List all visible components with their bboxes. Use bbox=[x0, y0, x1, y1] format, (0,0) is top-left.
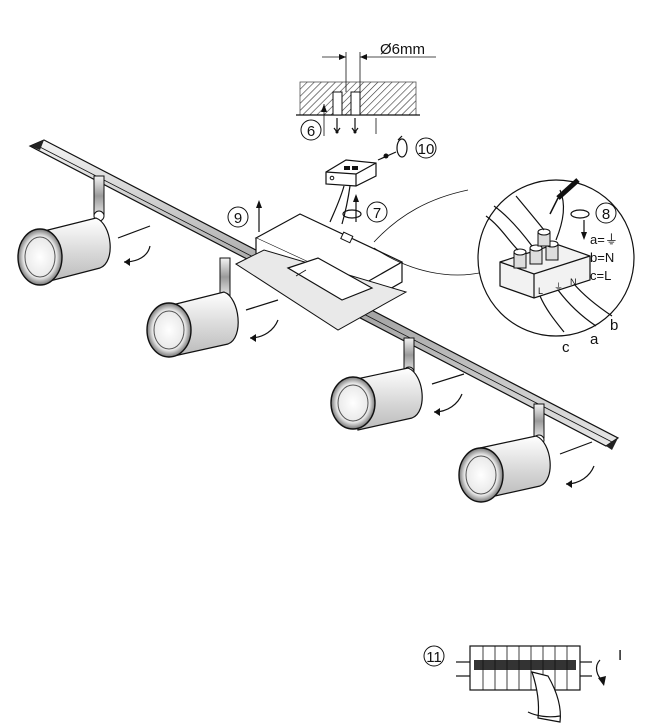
step-9-label: 9 bbox=[234, 210, 242, 227]
step-10-label: 10 bbox=[418, 141, 435, 158]
legend-neutral: b=N bbox=[590, 250, 614, 265]
ceiling-drill-detail: Ø6mm 6 bbox=[296, 41, 436, 141]
terminal-mark-n: N bbox=[570, 277, 577, 287]
terminal-mark-l: L bbox=[538, 286, 543, 296]
step-7-label: 7 bbox=[373, 205, 381, 222]
step-number-badge bbox=[366, 201, 388, 223]
terminal-screw bbox=[537, 228, 551, 247]
wire-label-c: c bbox=[562, 339, 570, 356]
mounting-bracket: 10 7 bbox=[325, 135, 437, 225]
switch-on-label: I bbox=[618, 647, 622, 664]
canopy bbox=[234, 213, 408, 331]
drill-diameter-label: Ø6mm bbox=[380, 41, 425, 58]
step-9-indicator: 9 bbox=[227, 200, 262, 232]
step-number-badge bbox=[595, 202, 617, 224]
terminal-screw bbox=[529, 244, 543, 265]
circuit-breaker-panel: 11 I bbox=[423, 645, 622, 723]
step-6-label: 6 bbox=[307, 123, 315, 140]
screw-icon bbox=[333, 118, 341, 134]
spotlight-2 bbox=[146, 257, 279, 358]
step-11-label: 11 bbox=[426, 649, 442, 666]
screwdriver-icon bbox=[549, 178, 580, 215]
screw-icon bbox=[351, 118, 359, 134]
terminal-screw bbox=[513, 248, 527, 269]
drill-hole-left bbox=[332, 91, 343, 116]
hand-icon bbox=[527, 671, 561, 723]
step-8-label: 8 bbox=[602, 206, 610, 223]
step-number-badge bbox=[415, 137, 437, 159]
drill-hole-right bbox=[350, 91, 361, 116]
step-number-badge bbox=[423, 645, 445, 667]
step-number-badge bbox=[300, 119, 322, 141]
legend-earth: a=⏚ bbox=[590, 232, 618, 247]
spotlight-3 bbox=[330, 337, 465, 431]
wire-label-b: b bbox=[610, 317, 618, 334]
spotlight-4 bbox=[458, 403, 595, 503]
wiring-callout: 8 a=⏚ b=N c=L L ⏚ N c a b bbox=[373, 178, 635, 356]
terminal-mark-earth: ⏚ bbox=[554, 282, 563, 292]
wire-label-a: a bbox=[590, 331, 599, 348]
step-number-badge bbox=[227, 206, 249, 228]
spotlight-1 bbox=[17, 175, 151, 286]
legend-live: c=L bbox=[590, 268, 611, 283]
